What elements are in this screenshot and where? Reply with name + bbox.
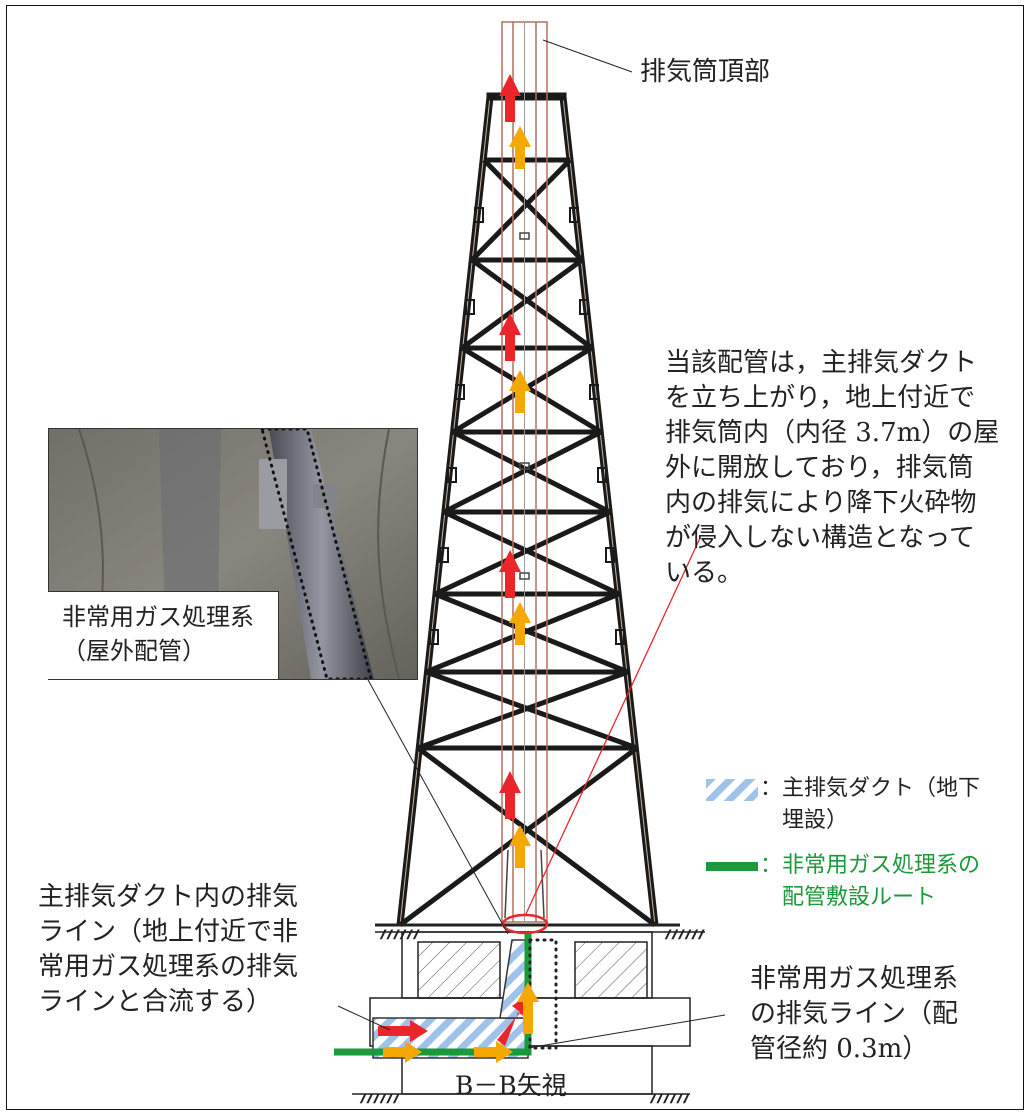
stack-top-label: 排気筒頂部 — [640, 57, 771, 87]
sgts-line-text: 非常用ガス処理系 — [750, 964, 959, 994]
legend-duct-label: 埋設） — [760, 808, 849, 833]
duct-legend-swatch — [706, 779, 758, 801]
orange-flow-arrow — [383, 1041, 422, 1063]
note-line: を立ち上がり，地上付近で — [665, 383, 976, 413]
note-line: 外に開放しており，排気筒 — [665, 453, 974, 483]
red-flow-arrow — [499, 74, 521, 122]
flow-arrows — [378, 74, 539, 1063]
sgts-riser-dotted-outline — [528, 938, 558, 1050]
note-line: 内の排気により降下火砕物 — [665, 488, 977, 518]
leader-lines — [337, 39, 726, 1049]
sgts-line-text: 管径約 0.3m） — [750, 1034, 929, 1064]
note-line: が侵入しない構造となって — [665, 523, 975, 553]
red-flow-arrow — [499, 313, 521, 361]
route-legend-swatch — [706, 862, 758, 871]
note-line: 排気筒内（内径 3.7m）の屋 — [665, 418, 1000, 448]
svg-text://////: ////// — [650, 1092, 690, 1105]
note-line: 当該配管は，主排気ダクト — [665, 348, 978, 378]
legend-route-label: 配管敷設ルート — [760, 885, 937, 910]
main-duct-line-text: 主排気ダクト内の排気 — [38, 882, 299, 912]
legend-swatches — [706, 779, 758, 871]
photo-caption-line: 非常用ガス処理系 — [62, 603, 254, 631]
red-flow-arrow — [499, 550, 521, 598]
main-duct-line-text: 常用ガス処理系の排気 — [38, 952, 299, 982]
tower-structure — [396, 92, 659, 928]
orange-flow-arrow — [509, 126, 531, 169]
red-flow-arrow — [378, 1020, 428, 1042]
red-flow-arrow — [497, 996, 526, 1046]
photo-caption-box: 非常用ガス処理系 （屋外配管） — [48, 591, 279, 679]
red-flow-arrow — [499, 771, 521, 819]
exhaust-stack-tube — [501, 21, 548, 923]
orange-flow-arrow — [517, 982, 539, 1034]
main-duct-line-text: ライン（地上付近で非 — [38, 917, 299, 947]
note-line: いる。 — [665, 558, 744, 588]
orange-flow-arrow — [509, 370, 531, 413]
svg-text://////: ////// — [360, 1092, 400, 1105]
sgts-line-text: の排気ライン（配 — [750, 999, 959, 1029]
legend-duct-label: ：主排気ダクト（地下 — [760, 776, 981, 801]
orange-flow-arrow — [509, 602, 531, 645]
orange-flow-arrow — [509, 825, 531, 868]
figure-frame — [6, 5, 1024, 1110]
svg-text://////: ////// — [380, 928, 420, 941]
view-title: B－B矢視 — [455, 1071, 567, 1100]
legend-route-label: ：非常用ガス処理系の — [760, 853, 981, 878]
svg-text://////: ////// — [665, 928, 705, 941]
main-duct-line-text: ラインと合流する） — [38, 987, 273, 1017]
photo-caption-line: （屋外配管） — [62, 637, 206, 665]
orange-flow-arrow — [474, 1041, 513, 1063]
